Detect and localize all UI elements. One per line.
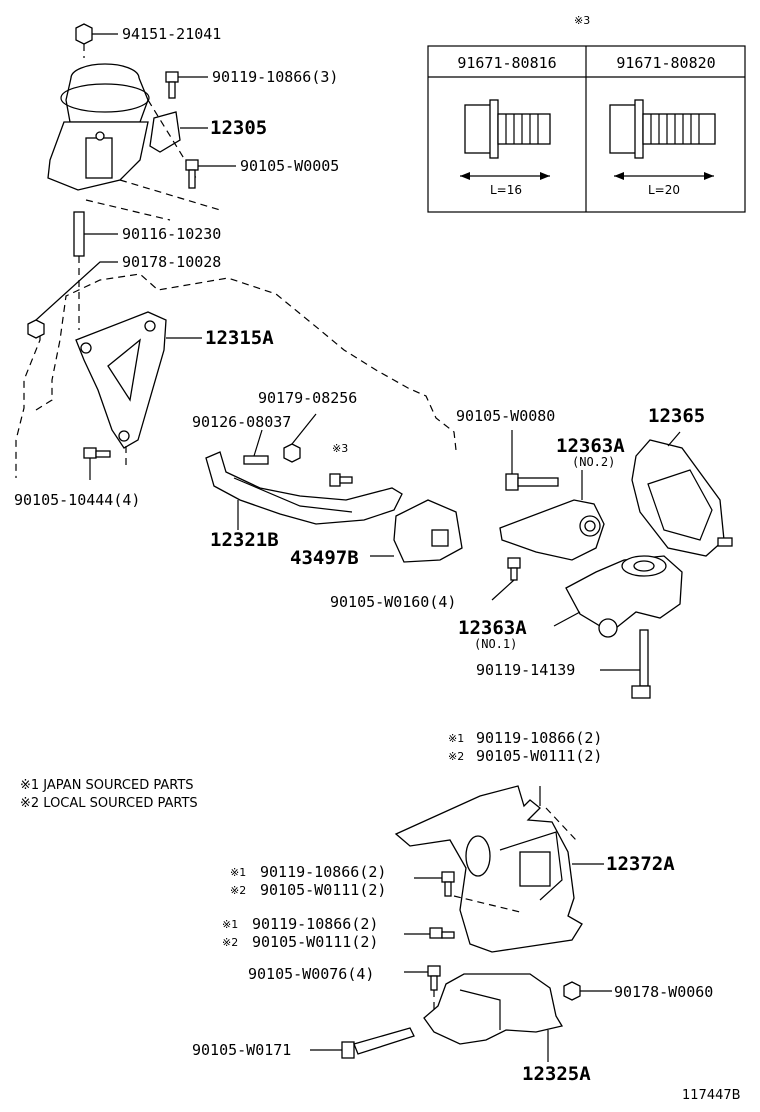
label-90105-W0111-2a: 90105-W0111(2) <box>476 747 603 765</box>
bolt-90105-W0171 <box>310 1027 415 1059</box>
bolt-90119-10866-c <box>404 927 455 939</box>
label-90105-W0111-2b: 90105-W0111(2) <box>260 881 387 899</box>
label-12372A: 12372A <box>606 853 675 875</box>
bolt-90105-W0005 <box>185 159 236 189</box>
label-12365: 12365 <box>648 405 706 427</box>
bracket-12321B <box>205 451 403 530</box>
mark-1b: ※1 <box>230 866 247 879</box>
label-90116-10230: 90116-10230 <box>122 225 222 243</box>
diagram-code: 117447B <box>682 1088 741 1103</box>
label-94151-21041: 94151-21041 <box>122 25 222 43</box>
label-12363A-no1: 12363A <box>458 617 527 639</box>
bracket-12372A <box>394 785 604 953</box>
label-mark3: ※3 <box>332 442 349 455</box>
table-dim1: L=16 <box>490 183 523 197</box>
bolt-90119-10866-b <box>414 871 455 897</box>
label-90119-14139: 90119-14139 <box>476 661 576 679</box>
label-90105-W0111-2c: 90105-W0111(2) <box>252 933 379 951</box>
label-12321B: 12321B <box>210 529 279 551</box>
mount-12363A-no1 <box>553 555 683 638</box>
label-90105-W0160-4: 90105-W0160(4) <box>330 593 457 611</box>
mark-1a: ※1 <box>448 732 465 745</box>
nut-94151 <box>75 23 118 58</box>
table-col1-header: 91671-80816 <box>457 54 557 72</box>
bolt-mark3 <box>329 473 353 487</box>
table-dim2: L=20 <box>648 183 681 197</box>
bracket-12363A-no2 <box>499 470 605 561</box>
bolt-90105-W0160 <box>491 557 521 601</box>
table-col2-header: 91671-80820 <box>616 54 716 72</box>
label-90179-08256: 90179-08256 <box>258 389 358 407</box>
label-90178-10028: 90178-10028 <box>122 253 222 271</box>
label-90119-10866-2a: 90119-10866(2) <box>476 729 603 747</box>
mark-2b: ※2 <box>230 884 247 897</box>
note-japan: ※1 JAPAN SOURCED PARTS <box>20 778 194 793</box>
mark-2a: ※2 <box>448 750 465 763</box>
bolt-90119-14139 <box>600 629 651 699</box>
flange-bolt-l20 <box>609 99 716 180</box>
bolt-90105-W0080 <box>505 430 559 491</box>
mark-1c: ※1 <box>222 918 239 931</box>
assembly-outline <box>35 273 457 451</box>
note-local: ※2 LOCAL SOURCED PARTS <box>20 796 198 811</box>
bolt-90126 <box>243 429 269 465</box>
label-90105-W0076-4: 90105-W0076(4) <box>248 965 375 983</box>
cover-12365 <box>631 431 733 557</box>
label-no1: (NO.1) <box>474 637 518 651</box>
nut-90178-10028 <box>15 261 118 478</box>
label-12315A: 12315A <box>205 327 274 349</box>
mount-43497B <box>370 499 463 563</box>
label-12325A: 12325A <box>522 1063 591 1085</box>
label-90178-W0060: 90178-W0060 <box>614 983 714 1001</box>
flange-bolt-l16 <box>460 99 551 180</box>
label-90119-10866-2c: 90119-10866(2) <box>252 915 379 933</box>
nut-90178-W0060 <box>563 981 612 1001</box>
label-12363A-no2: 12363A <box>556 435 625 457</box>
table-mark: ※3 <box>574 14 591 27</box>
mark-2c: ※2 <box>222 936 239 949</box>
label-12305: 12305 <box>210 117 268 139</box>
bolt-length-table <box>427 45 746 213</box>
label-90105-W0080: 90105-W0080 <box>456 407 556 425</box>
label-90119-10866-2b: 90119-10866(2) <box>260 863 387 881</box>
label-90105-10444-4: 90105-10444(4) <box>14 491 141 509</box>
label-90105-W0005: 90105-W0005 <box>240 157 340 175</box>
nut-90179 <box>283 413 317 463</box>
label-no2: (NO.2) <box>572 455 616 469</box>
label-90126-08037: 90126-08037 <box>192 413 292 431</box>
label-43497B: 43497B <box>290 547 359 569</box>
engine-mount-12305 <box>47 63 221 221</box>
bolt-90119-10866 <box>165 71 208 99</box>
bracket-12315A <box>75 311 202 470</box>
label-90119-10866-3: 90119-10866(3) <box>212 68 339 86</box>
bolt-90105-10444 <box>83 447 111 480</box>
bolt-90105-W0076 <box>404 965 441 1014</box>
label-90105-W0171: 90105-W0171 <box>192 1041 292 1059</box>
bracket-12325A <box>423 973 564 1062</box>
stud-90116 <box>73 211 118 330</box>
